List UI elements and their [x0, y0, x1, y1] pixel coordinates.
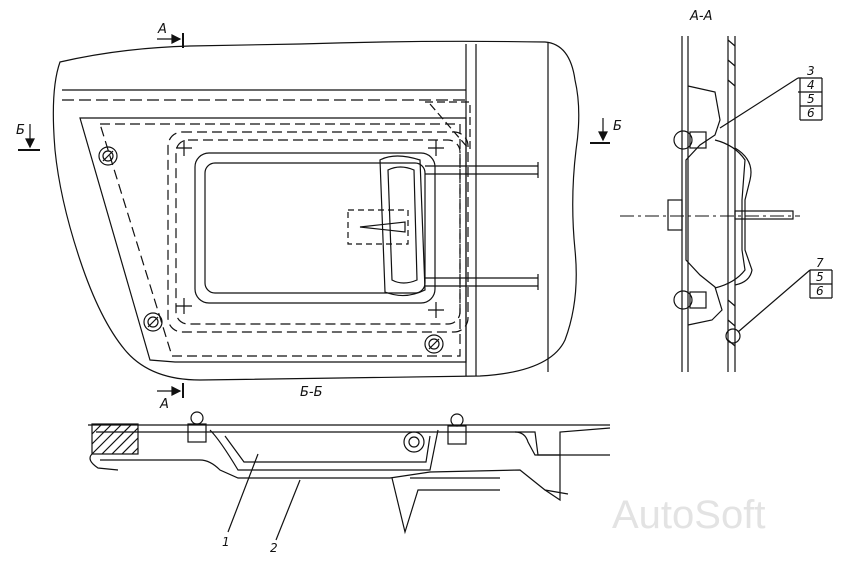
section-b-left-head	[25, 138, 35, 149]
fastener-upper	[673, 130, 707, 150]
section-a-bottom-label: А	[159, 397, 169, 412]
callout-part-2: 2	[270, 541, 278, 555]
hatched-strip	[727, 39, 736, 347]
reinforcement-outline	[167, 131, 469, 333]
callout-6-lower: 6	[816, 284, 824, 298]
lower-rivet	[725, 328, 741, 344]
lock-pin	[359, 221, 406, 233]
handle-recess-inner	[204, 162, 426, 294]
front-view	[52, 40, 580, 381]
section-aa-title: А-А	[689, 9, 712, 24]
dashed-diagonal-2	[429, 103, 469, 149]
callout-table-upper	[798, 77, 823, 121]
fastener-lower	[673, 290, 707, 310]
inner-panel	[100, 459, 569, 495]
bowl-profile-inner	[734, 147, 753, 286]
handle-recess-outer	[194, 152, 436, 304]
section-a-a-view	[620, 36, 833, 372]
panel-outline	[52, 40, 580, 381]
bb-bracket	[515, 427, 611, 456]
section-markers	[18, 33, 610, 398]
rod-stub	[734, 210, 794, 220]
section-a-top-head	[171, 34, 182, 44]
section-b-right-label: Б	[613, 119, 622, 134]
plus-mark-4	[428, 302, 444, 318]
leader-lower	[737, 269, 811, 333]
screw-2	[143, 312, 163, 332]
section-b-b-view	[88, 411, 611, 541]
handle-lever	[379, 155, 426, 297]
bb-bracket-2	[544, 455, 561, 502]
section-a-top-label: А	[157, 22, 167, 37]
section-bb-title: Б-Б	[300, 385, 323, 400]
callout-5-upper: 5	[807, 92, 815, 106]
plus-mark-1	[176, 140, 192, 156]
handle-lever-inner	[387, 166, 418, 284]
door-panel-frame	[79, 117, 467, 363]
bb-knob	[403, 431, 425, 453]
leader-part-2	[275, 479, 301, 541]
callout-part-1: 1	[222, 535, 230, 549]
dashed-diagonal	[425, 101, 471, 150]
section-b-left-label: Б	[16, 123, 25, 138]
bowl-section	[209, 429, 439, 471]
section-a-bottom-head	[171, 386, 182, 396]
callout-table-lower	[809, 269, 833, 299]
plus-mark-3	[176, 298, 192, 314]
inner-panel-top	[96, 431, 610, 456]
bb-fastener-left	[187, 411, 207, 443]
bowl-profile-outer	[685, 85, 723, 326]
screw-3	[424, 334, 444, 354]
rod-knob	[667, 199, 683, 231]
bb-lever	[391, 477, 500, 535]
seal-lip	[89, 453, 119, 471]
callout-3: 3	[807, 64, 815, 78]
seal-hatch	[91, 423, 139, 455]
reinforcement-outline-2	[175, 139, 461, 325]
seal-block	[91, 423, 139, 455]
leader-part-1	[227, 453, 259, 533]
callout-5-lower: 5	[816, 270, 824, 284]
section-b-right-head	[598, 131, 608, 142]
bb-fastener-right	[447, 413, 467, 445]
callout-6-upper: 6	[807, 106, 815, 120]
screw-1	[98, 146, 118, 166]
callout-4: 4	[807, 78, 815, 92]
bowl-section-inner	[224, 435, 431, 463]
bowl-lip	[714, 139, 746, 289]
callout-7: 7	[816, 256, 824, 270]
watermark: AutoSoft	[612, 493, 765, 537]
door-panel-inner	[99, 123, 461, 357]
plus-mark-2	[428, 140, 444, 156]
lock-tongue	[347, 209, 409, 245]
leader-upper	[719, 77, 799, 129]
